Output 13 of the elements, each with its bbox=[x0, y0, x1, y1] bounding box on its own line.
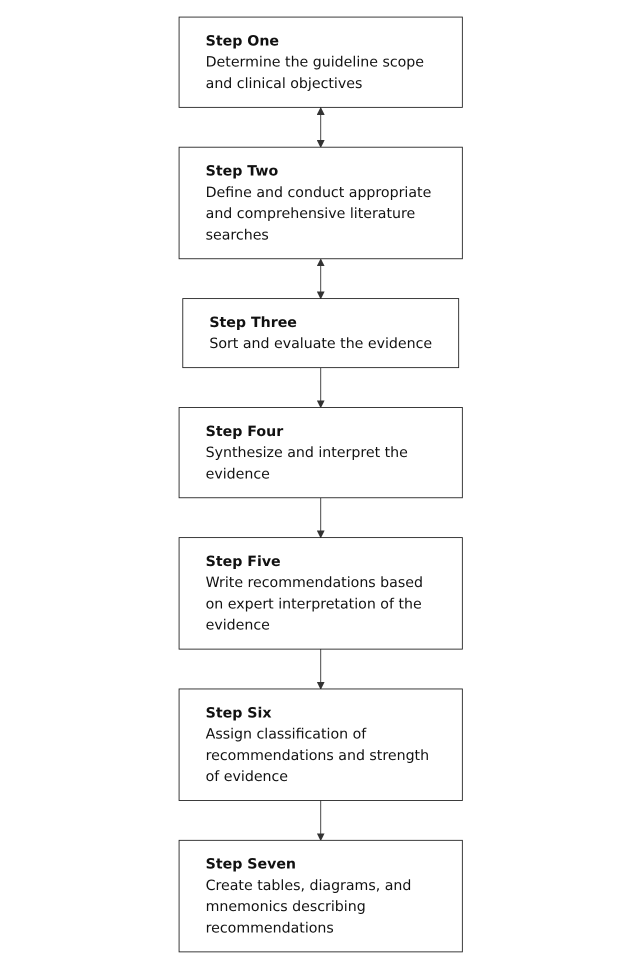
node-box bbox=[178, 146, 463, 260]
arrow bbox=[316, 648, 324, 690]
node-box bbox=[178, 407, 463, 498]
node-box bbox=[178, 688, 463, 801]
node-box bbox=[182, 298, 459, 368]
node-box bbox=[178, 16, 463, 108]
arrow bbox=[316, 107, 324, 148]
arrow bbox=[316, 497, 324, 538]
node-box bbox=[178, 537, 463, 650]
arrow bbox=[316, 800, 324, 841]
node-box bbox=[178, 840, 463, 952]
arrow bbox=[316, 367, 324, 408]
arrow bbox=[316, 258, 324, 299]
